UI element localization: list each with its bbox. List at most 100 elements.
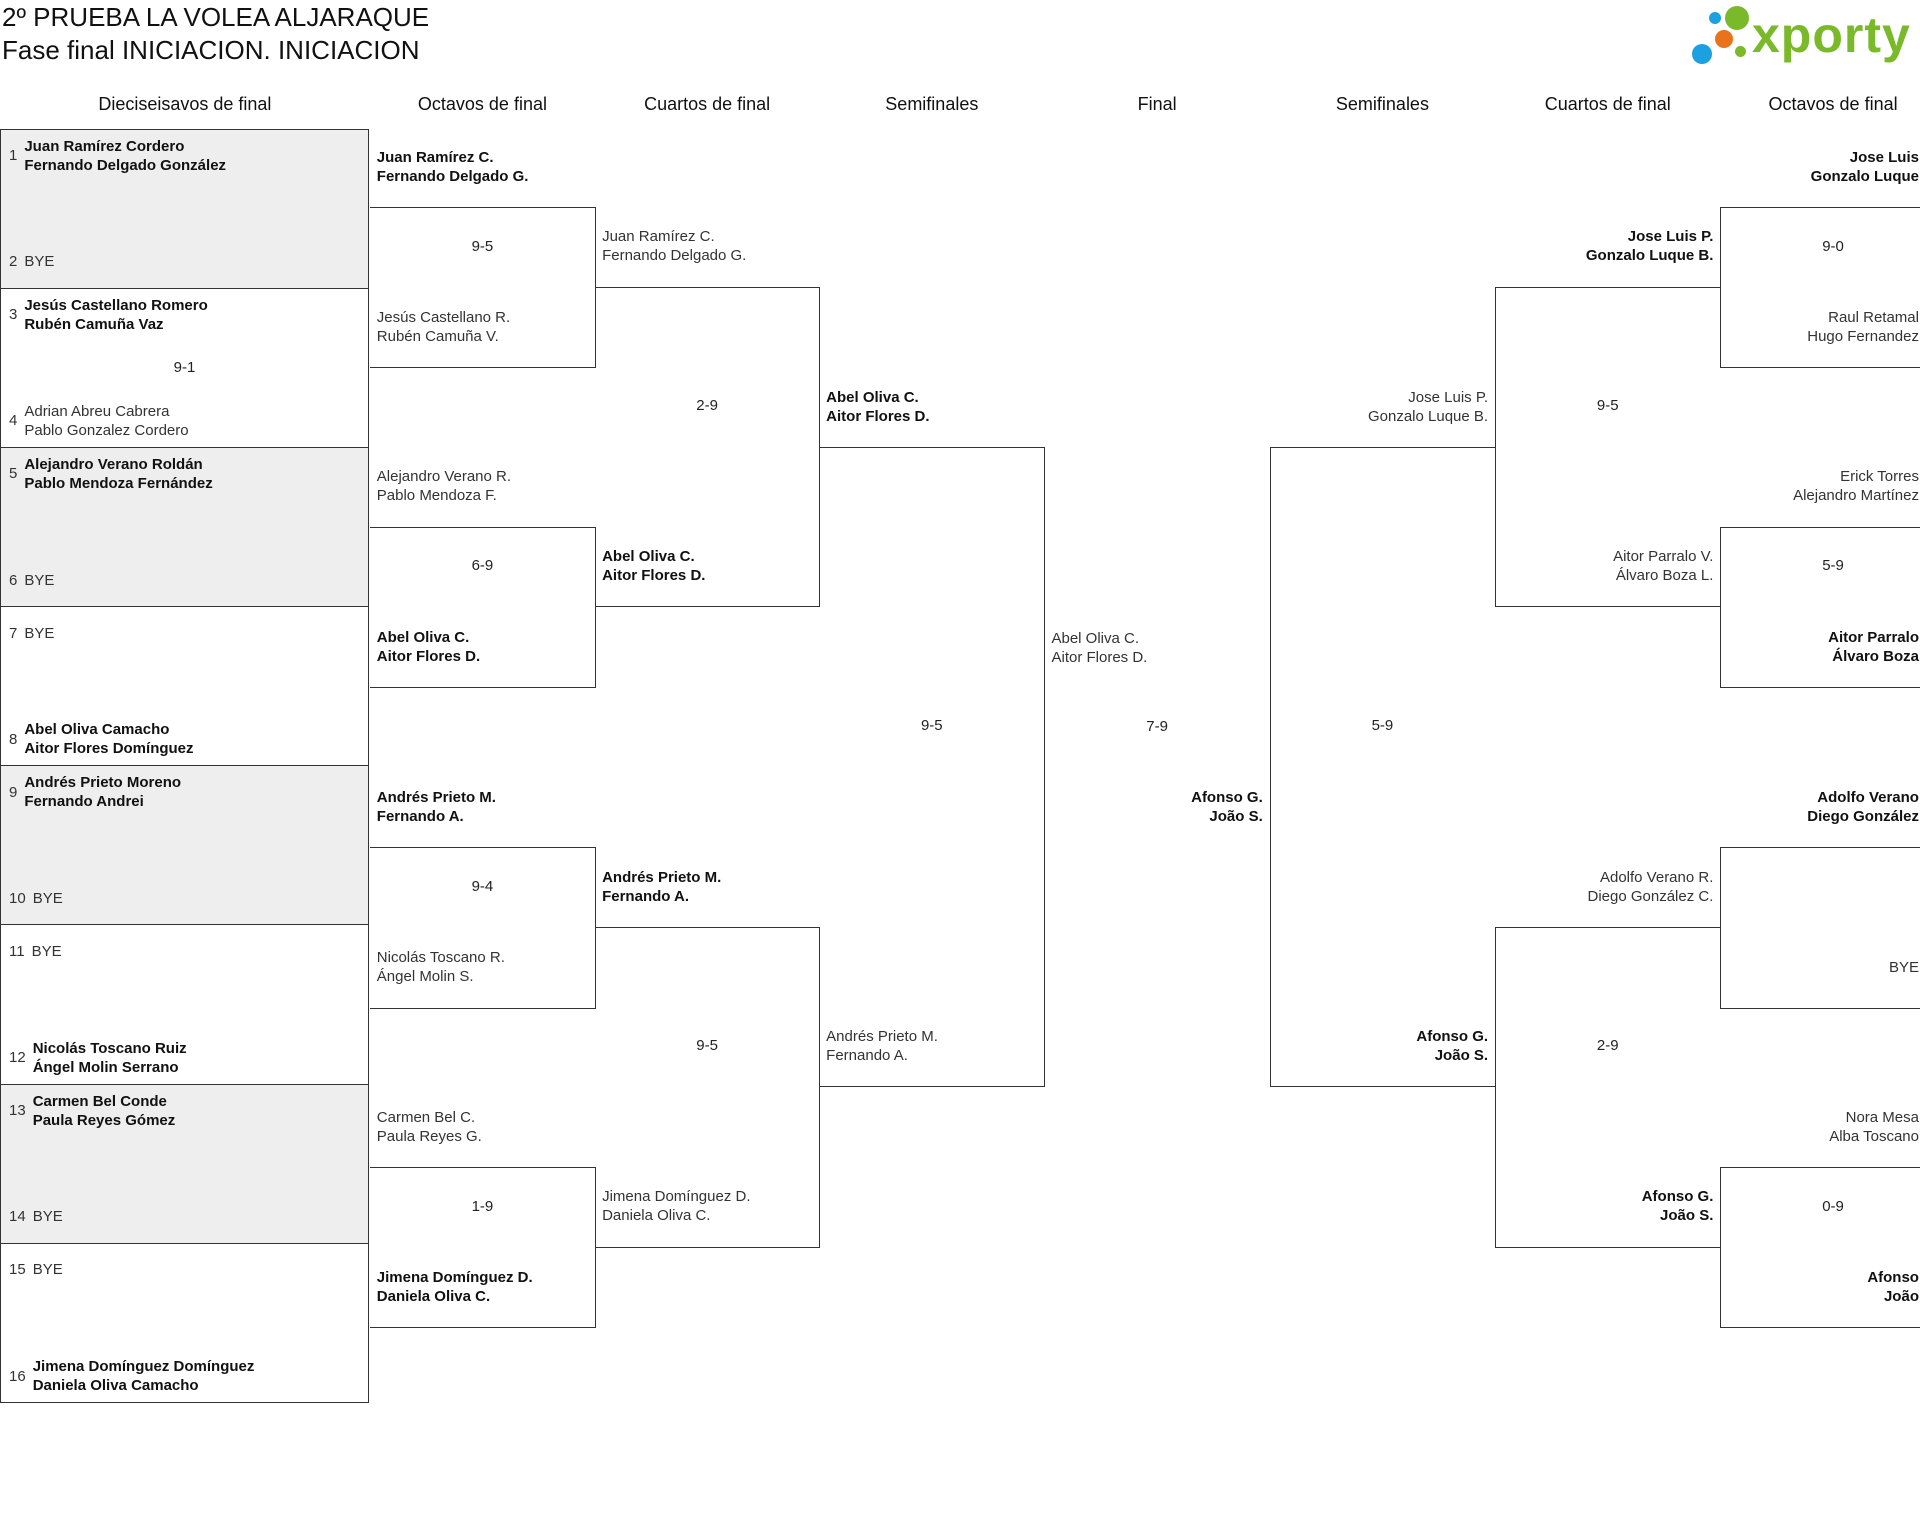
team-block: Juan Ramírez C.Fernando Delgado G. [602, 221, 819, 271]
team-entry[interactable]: BYE [32, 942, 62, 961]
player-name: BYE [24, 253, 55, 271]
seed-number: 7 [9, 624, 18, 642]
round-header: Cuartos de final [644, 94, 771, 114]
team-entry[interactable]: Carmen Bel C.Paula Reyes G. [377, 1108, 482, 1146]
team-entry[interactable]: Afonso G.João S. [1642, 1187, 1714, 1225]
match-score: 9-5 [920, 717, 943, 735]
team-entry[interactable]: Abel Oliva C.Aitor Flores D. [826, 388, 929, 426]
team-block: Alejandro Verano R.Pablo Mendoza F. [377, 461, 595, 511]
team-entry[interactable]: Andrés Prieto M.Fernando A. [826, 1027, 938, 1065]
player-name: Aitor Flores D. [826, 407, 930, 425]
team-slot: 7 BYE [1, 607, 368, 659]
team-entry[interactable]: Juan Ramírez C.Fernando Delgado G. [377, 148, 529, 186]
logo-dot-icon [1692, 44, 1712, 64]
seed-number: 4 [9, 412, 18, 430]
match-connector [369, 526, 597, 688]
seed-number: 10 [9, 889, 26, 907]
team-entry[interactable]: Juan Ramírez C.Fernando Delgado G. [602, 227, 746, 265]
player-name: Ángel Molin S. [376, 968, 474, 986]
team-entry[interactable]: Aitor Parralo V.Álvaro Boza L. [1613, 547, 1713, 585]
team-entry[interactable]: Alejandro Verano R.Pablo Mendoza F. [377, 467, 511, 505]
match-connector [1720, 1166, 1920, 1329]
player-name: Fernando Delgado González [24, 156, 227, 174]
player-name: Adolfo Verano [1817, 788, 1919, 806]
team-entry[interactable]: BYE [24, 624, 54, 643]
team-entry[interactable]: Abel Oliva C.Aitor Flores D. [1051, 629, 1147, 667]
xporty-logo[interactable]: xporty [1690, 4, 1920, 68]
team-entry[interactable]: Nicolás Toscano R.Ángel Molin S. [377, 948, 505, 986]
team-entry[interactable]: BYE [33, 889, 63, 908]
team-entry[interactable]: BYE [33, 1207, 63, 1226]
team-entry[interactable]: Abel Oliva C.Aitor Flores D. [377, 628, 480, 666]
player-name: Fernando A. [602, 887, 690, 905]
match-connector [1720, 206, 1920, 369]
match-score: 7-9 [1146, 718, 1168, 736]
logo-dot-icon [1725, 6, 1749, 30]
player-name: Fernando Andrei [24, 793, 144, 811]
match-connector [1720, 847, 1920, 1009]
round-header: Dieciseisavos de final [98, 94, 272, 114]
team-block: Abel Oliva C.Aitor Flores D. [826, 382, 1044, 432]
team-entry[interactable]: Jimena Domínguez D.Daniela Oliva C. [377, 1268, 533, 1306]
team-entry[interactable]: Jose Luis P.Gonzalo Luque B. [1368, 388, 1488, 426]
match-score: 1-9 [471, 1197, 494, 1215]
player-name: Aitor Flores D. [602, 566, 706, 584]
player-name: João S. [1434, 1046, 1489, 1064]
match-score: 9-5 [696, 1037, 718, 1055]
player-name: Afonso G. [1641, 1188, 1714, 1206]
team-entry[interactable]: BYE [33, 1260, 63, 1279]
team-slot: 10 BYE [1, 872, 368, 924]
player-name: Rubén Camuña Vaz [24, 315, 164, 333]
match-score: 9-0 [1822, 237, 1844, 255]
seed-number: 6 [9, 571, 18, 589]
team-entry[interactable]: Jimena Domínguez D.Daniela Oliva C. [602, 1187, 750, 1225]
team-entry[interactable]: Andrés Prieto M.Fernando A. [602, 868, 721, 906]
player-name: Carmen Bel Conde [32, 1092, 167, 1110]
player-name: Jose Luis P. [1627, 228, 1714, 246]
team-entry[interactable]: BYE [1889, 958, 1919, 977]
team-entry[interactable]: Afonso G.João S. [1416, 1027, 1488, 1065]
team-entry[interactable]: Abel Oliva C.Aitor Flores D. [602, 547, 705, 585]
team-entry[interactable]: Andrés Prieto M.Fernando A. [377, 788, 496, 826]
match-score: 2-9 [696, 396, 718, 414]
player-name: Pablo Gonzalez Cordero [24, 421, 189, 439]
team-block: Carmen Bel C.Paula Reyes G. [377, 1102, 595, 1152]
match-connector [595, 286, 821, 608]
team-block: Jimena Domínguez D.Daniela Oliva C. [377, 1262, 595, 1312]
team-entry[interactable]: Afonso G.João S. [1191, 788, 1263, 826]
team-entry[interactable]: Jose Luis P.Gonzalo Luque B. [1586, 227, 1714, 265]
player-name: Adrian Abreu Cabrera [24, 402, 170, 420]
player-name: Hugo Fernandez [1807, 327, 1919, 345]
team-entry[interactable]: Jesús Castellano R.Rubén Camuña V. [377, 308, 510, 346]
team-entry[interactable]: BYE [24, 252, 54, 271]
team-block: Afonso G.João S. [1270, 1021, 1488, 1071]
team-block: Afonso G.João S. [1495, 1181, 1714, 1231]
team-entry[interactable]: BYE [24, 571, 54, 590]
player-name: Pablo Mendoza F. [376, 487, 497, 505]
team-entry[interactable]: Adolfo Verano R.Diego González C. [1587, 868, 1713, 906]
